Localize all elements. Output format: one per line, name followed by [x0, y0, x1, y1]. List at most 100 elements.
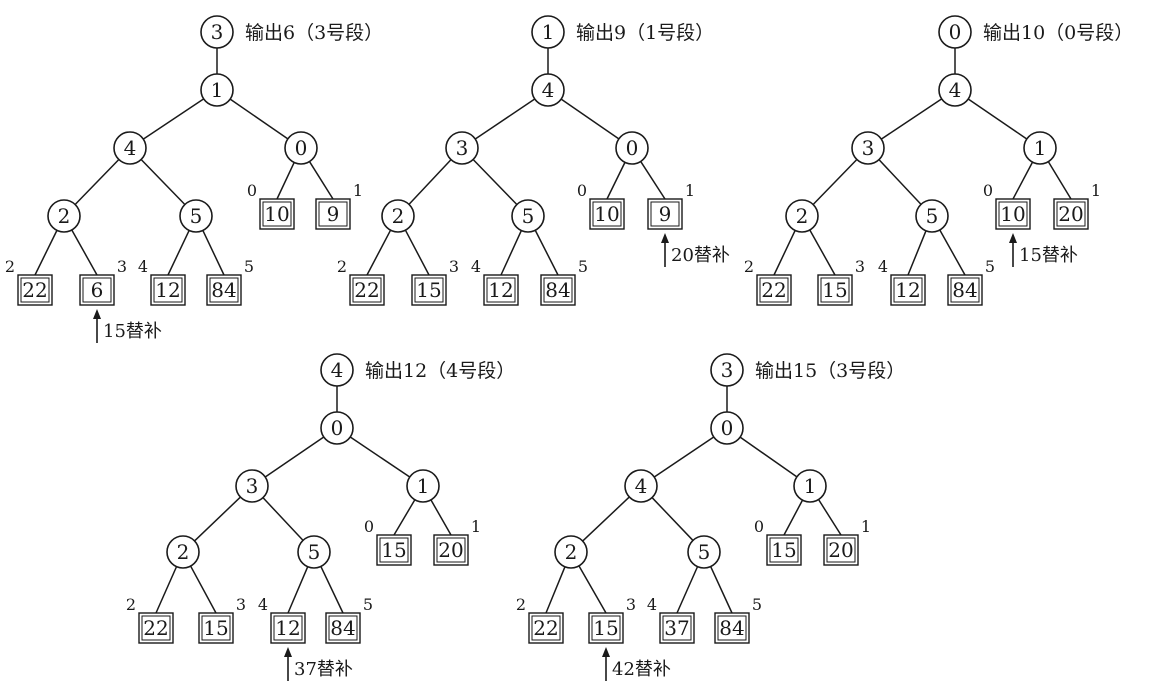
edge-root-right	[229, 98, 289, 140]
internal-node-left-left: 2	[47, 199, 81, 233]
replacement-label: 15替补	[1019, 245, 1078, 266]
internal-node-right-label: 1	[804, 474, 817, 498]
leaf-box-1: 201	[1053, 181, 1101, 230]
edge-leaf3	[404, 229, 430, 276]
edge-leaf4	[500, 230, 523, 276]
leaf-value: 6	[91, 278, 104, 302]
edge-root-left	[142, 98, 205, 140]
internal-node-left-left-label: 2	[177, 540, 190, 564]
edge-leaf5	[534, 229, 559, 276]
leaf-index: 3	[449, 257, 459, 276]
leaf-box-5: 845	[206, 257, 254, 306]
edge-leaf2	[366, 229, 392, 276]
leaf-index: 0	[983, 181, 993, 200]
output-node-label: 3	[211, 20, 224, 44]
leaf-index: 2	[337, 257, 347, 276]
edge-left-leftleft	[74, 158, 120, 206]
leaf-value: 12	[488, 278, 513, 302]
root-node-label: 0	[721, 416, 734, 440]
leaf-value: 84	[330, 616, 355, 640]
leaf-index: 3	[626, 595, 636, 614]
edge-leaf5	[202, 230, 225, 276]
internal-node-left-left: 2	[381, 199, 415, 233]
internal-node-right-label: 0	[626, 136, 639, 160]
leaf-index: 2	[516, 595, 526, 614]
internal-node-left-right-label: 5	[190, 204, 203, 228]
leaf-box-0: 150	[364, 517, 412, 566]
leaf-value: 12	[155, 278, 180, 302]
internal-node-left: 4	[113, 131, 147, 165]
leaf-value: 37	[664, 616, 689, 640]
leaf-index: 3	[117, 257, 127, 276]
leaf-box-1: 201	[433, 517, 481, 566]
replacement-arrow: 37替补	[284, 647, 353, 681]
internal-node-left-right-label: 5	[698, 540, 711, 564]
leaf-index: 0	[754, 517, 764, 536]
internal-node-right: 1	[793, 469, 827, 503]
leaf-box-5: 845	[540, 257, 588, 306]
output-node-label: 1	[542, 20, 555, 44]
leaf-value: 12	[275, 616, 300, 640]
edge-right-leaf0	[783, 499, 804, 536]
leaf-box-2: 222	[744, 257, 792, 306]
leaf-box-0: 100	[577, 181, 625, 230]
internal-node-right: 0	[615, 131, 649, 165]
leaf-box-4: 124	[258, 595, 306, 644]
edge-root-right	[349, 436, 411, 478]
edge-root-left	[880, 98, 943, 140]
internal-node-left: 4	[624, 469, 658, 503]
leaf-value: 84	[952, 278, 977, 302]
internal-node-left-left-label: 2	[796, 204, 809, 228]
leaf-box-4: 124	[138, 257, 186, 306]
leaf-box-1: 91	[647, 181, 695, 230]
replacement-arrow: 42替补	[602, 647, 671, 681]
leaf-value: 10	[594, 202, 619, 226]
internal-node-left-left: 2	[785, 199, 819, 233]
output-node: 3	[200, 15, 234, 49]
edge-right-leaf1	[1047, 161, 1072, 200]
leaf-box-0: 150	[754, 517, 802, 566]
edge-leaf3	[578, 565, 607, 614]
replacement-arrow: 20替补	[661, 233, 730, 267]
output-node: 4	[320, 353, 354, 387]
leaf-box-3: 153	[198, 595, 246, 644]
edge-leaf2	[545, 566, 566, 614]
edge-leaf5	[709, 566, 733, 614]
edge-root-left	[264, 436, 325, 478]
leaf-index: 1	[471, 517, 481, 536]
edge-right-leaf0	[276, 162, 295, 200]
leaf-value: 12	[895, 278, 920, 302]
leaf-index: 1	[685, 181, 695, 200]
leaf-index: 1	[861, 517, 871, 536]
internal-node-right: 1	[1023, 131, 1057, 165]
edge-left-leftright	[140, 158, 186, 206]
replacement-label: 20替补	[671, 245, 730, 266]
leaf-value: 22	[22, 278, 47, 302]
internal-node-left-right-label: 5	[308, 540, 321, 564]
leaf-box-4: 37 4	[647, 595, 695, 644]
edge-right-leaf0	[393, 499, 416, 536]
root-node: 0	[320, 411, 354, 445]
edge-left-leftleft	[408, 159, 452, 205]
leaf-box-0: 100	[983, 181, 1031, 230]
leaf-index: 5	[578, 257, 588, 276]
internal-node-left-left-label: 2	[58, 204, 71, 228]
leaf-index: 4	[647, 595, 657, 614]
internal-node-left-label: 3	[246, 474, 259, 498]
output-header: 输出12（4号段）	[365, 360, 515, 382]
root-node: 4	[531, 73, 565, 107]
leaf-value: 9	[327, 202, 340, 226]
internal-node-left-right: 5	[511, 199, 545, 233]
output-node-label: 4	[331, 358, 344, 382]
replacement-label: 37替补	[294, 659, 353, 680]
leaf-box-2: 222	[5, 257, 53, 306]
leaf-value: 15	[381, 538, 406, 562]
edge-leaf4	[676, 566, 699, 614]
edge-leaf2	[773, 230, 796, 276]
internal-node-left-label: 3	[862, 136, 875, 160]
leaf-value: 9	[659, 202, 672, 226]
internal-node-right-label: 1	[417, 474, 430, 498]
